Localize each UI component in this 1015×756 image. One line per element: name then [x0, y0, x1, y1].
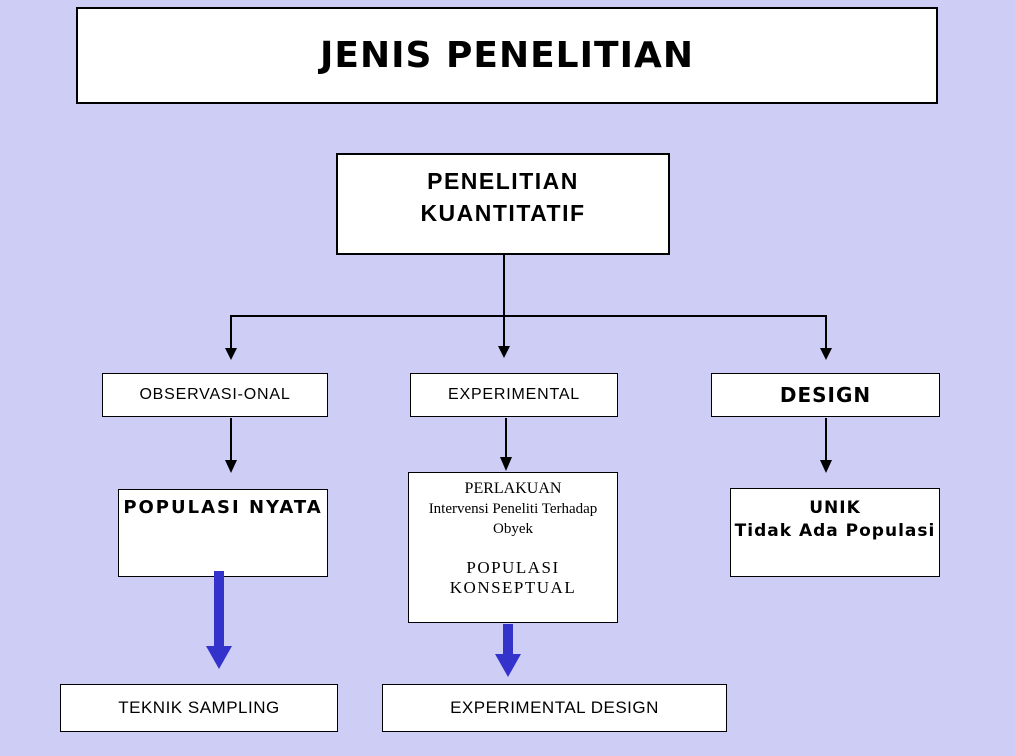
node-design: DESIGN	[711, 373, 940, 417]
node-teknik-sampling: TEKNIK SAMPLING	[60, 684, 338, 732]
perlakuan-title: PERLAKUAN	[464, 480, 562, 497]
root-label-line1: PENELITIAN	[427, 168, 579, 194]
experimental-design-label: EXPERIMENTAL DESIGN	[450, 698, 659, 717]
node-populasi-nyata: POPULASI NYATA	[118, 489, 328, 577]
connector-root-branch	[231, 255, 826, 317]
design-label: DESIGN	[779, 383, 872, 407]
populasi-nyata-label: POPULASI NYATA	[123, 497, 323, 518]
title-banner: JENIS PENELITIAN	[76, 7, 938, 104]
node-perlakuan: PERLAKUAN Intervensi Peneliti Terhadap O…	[408, 472, 618, 623]
arrow-experimental-to-perlakuan	[500, 418, 512, 471]
node-root: PENELITIAN KUANTITATIF	[336, 153, 670, 255]
arrow-branch-to-observasional	[225, 315, 237, 360]
arrow-design-to-unik	[820, 418, 832, 473]
observasional-label: OBSERVASI-ONAL	[139, 386, 291, 403]
node-unik: UNIK Tidak Ada Populasi	[730, 488, 940, 577]
arrow-branch-to-design	[820, 315, 832, 360]
root-label-line2: KUANTITATIF	[420, 200, 586, 226]
node-experimental: EXPERIMENTAL	[410, 373, 618, 417]
perlakuan-footer: POPULASI KONSEPTUAL	[449, 558, 577, 597]
arrow-branch-to-experimental	[498, 316, 510, 358]
node-experimental-design: EXPERIMENTAL DESIGN	[382, 684, 727, 732]
slide-title: JENIS PENELITIAN	[320, 35, 694, 76]
thick-arrow-perlakuan-to-expdesign	[495, 624, 521, 677]
unik-subtitle: Tidak Ada Populasi	[734, 521, 936, 541]
arrow-observasional-to-populasi	[225, 418, 237, 473]
perlakuan-subtitle: Intervensi Peneliti Terhadap Obyek	[428, 501, 598, 537]
teknik-sampling-label: TEKNIK SAMPLING	[118, 698, 280, 717]
unik-title: UNIK	[809, 498, 861, 518]
node-observasional: OBSERVASI-ONAL	[102, 373, 328, 417]
experimental-label: EXPERIMENTAL	[448, 386, 580, 403]
thick-arrow-populasi-to-sampling	[206, 571, 232, 669]
